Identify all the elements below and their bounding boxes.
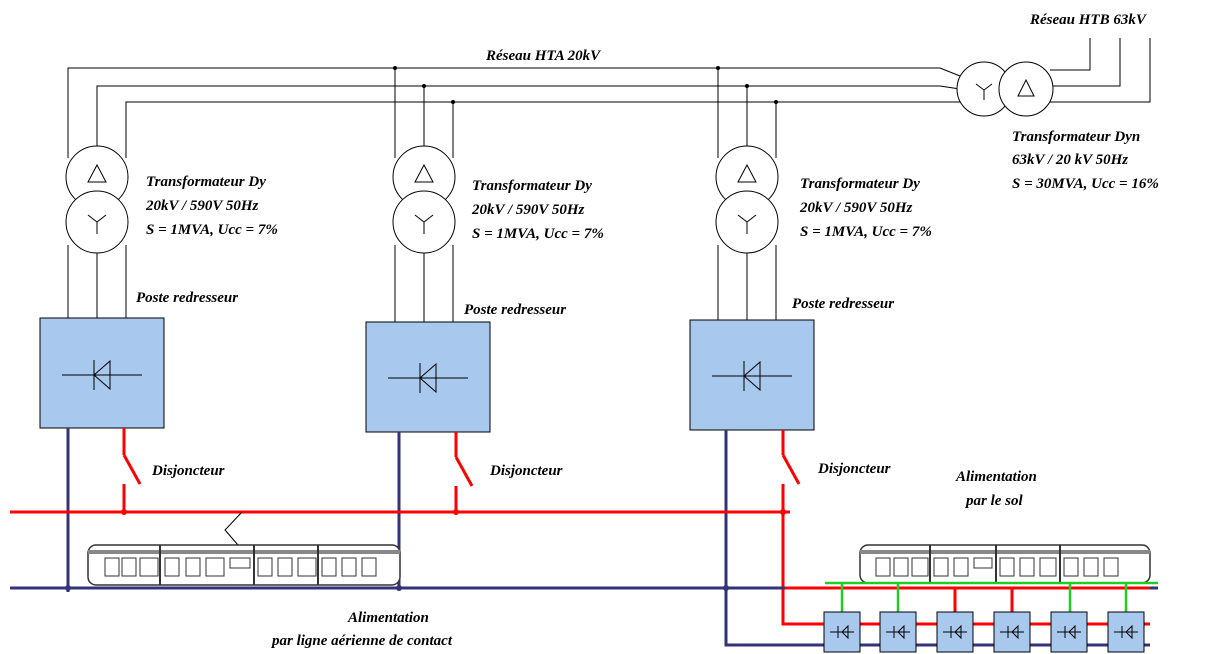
- substation-transformer-1: [65, 145, 129, 254]
- transformer-2-line-1: Transformateur Dy: [472, 178, 592, 194]
- main-transformer-line-2: 63kV / 20 kV 50Hz: [1012, 152, 1128, 168]
- delta-winding-icon: [87, 163, 107, 183]
- transformer-1-line-3: S = 1MVA, Ucc = 7%: [146, 222, 278, 238]
- tram-icon: [87, 511, 401, 586]
- star-winding-icon: [414, 214, 434, 234]
- contact-line-junctions: [121, 509, 786, 515]
- star-winding-icon: [87, 214, 107, 234]
- star-winding-icon: [975, 83, 993, 100]
- rectifier-label-3: Poste redresseur: [792, 296, 894, 312]
- breaker-2: [454, 432, 474, 512]
- substation-3: [689, 66, 830, 647]
- main-transformer: [956, 61, 1054, 117]
- htb-network-lines: [1050, 38, 1151, 103]
- transformer-2-line-2: 20kV / 590V 50Hz: [471, 202, 585, 218]
- breaker-label-2: Disjoncteur: [489, 463, 563, 479]
- substation-transformer-2: [392, 145, 456, 254]
- diode-icon: [712, 360, 792, 392]
- diode-icon: [388, 362, 468, 394]
- rectifier-station-2: [365, 321, 491, 433]
- breaker-label-1: Disjoncteur: [151, 463, 225, 479]
- ground-supply-segments: [785, 581, 1158, 653]
- main-transformer-line-1: Transformateur Dyn: [1012, 129, 1140, 145]
- htb-network-label: Réseau HTB 63kV: [1029, 12, 1148, 28]
- transformer-3-line-1: Transformateur Dy: [800, 176, 920, 192]
- delta-winding-icon: [1017, 78, 1035, 97]
- star-winding-icon: [737, 214, 757, 234]
- main-transformer-line-3: S = 30MVA, Ucc = 16%: [1012, 176, 1159, 192]
- transformer-1-line-1: Transformateur Dy: [146, 174, 266, 190]
- rectifier-label-2: Poste redresseur: [464, 302, 566, 318]
- substation-transformer-3: [715, 145, 779, 254]
- transformer-2-line-3: S = 1MVA, Ucc = 7%: [472, 226, 604, 242]
- breaker-3: [781, 430, 830, 626]
- hta-network-bus: [67, 67, 961, 158]
- transformer-3-line-2: 20kV / 590V 50Hz: [799, 200, 913, 216]
- rectifier-station-3: [689, 319, 815, 431]
- tram-icon: [859, 544, 1151, 584]
- delta-winding-icon: [737, 163, 757, 183]
- overhead-supply-label-2: par ligne aérienne de contact: [270, 633, 453, 649]
- transformer-1-line-2: 20kV / 590V 50Hz: [145, 198, 259, 214]
- rectifier-label-1: Poste redresseur: [136, 290, 238, 306]
- rectifier-station-1: [39, 317, 165, 429]
- hta-network-label: Réseau HTA 20kV: [485, 48, 602, 64]
- breaker-label-3: Disjoncteur: [817, 461, 891, 477]
- substation-1: [39, 145, 165, 592]
- ground-supply-label-1: Alimentation: [955, 469, 1037, 485]
- ground-supply-label-2: par le sol: [964, 493, 1024, 509]
- delta-winding-icon: [414, 163, 434, 183]
- breaker-1: [122, 428, 142, 512]
- overhead-supply-label-1: Alimentation: [347, 610, 429, 626]
- transformer-3-line-3: S = 1MVA, Ucc = 7%: [800, 224, 932, 240]
- diode-icon: [62, 359, 142, 391]
